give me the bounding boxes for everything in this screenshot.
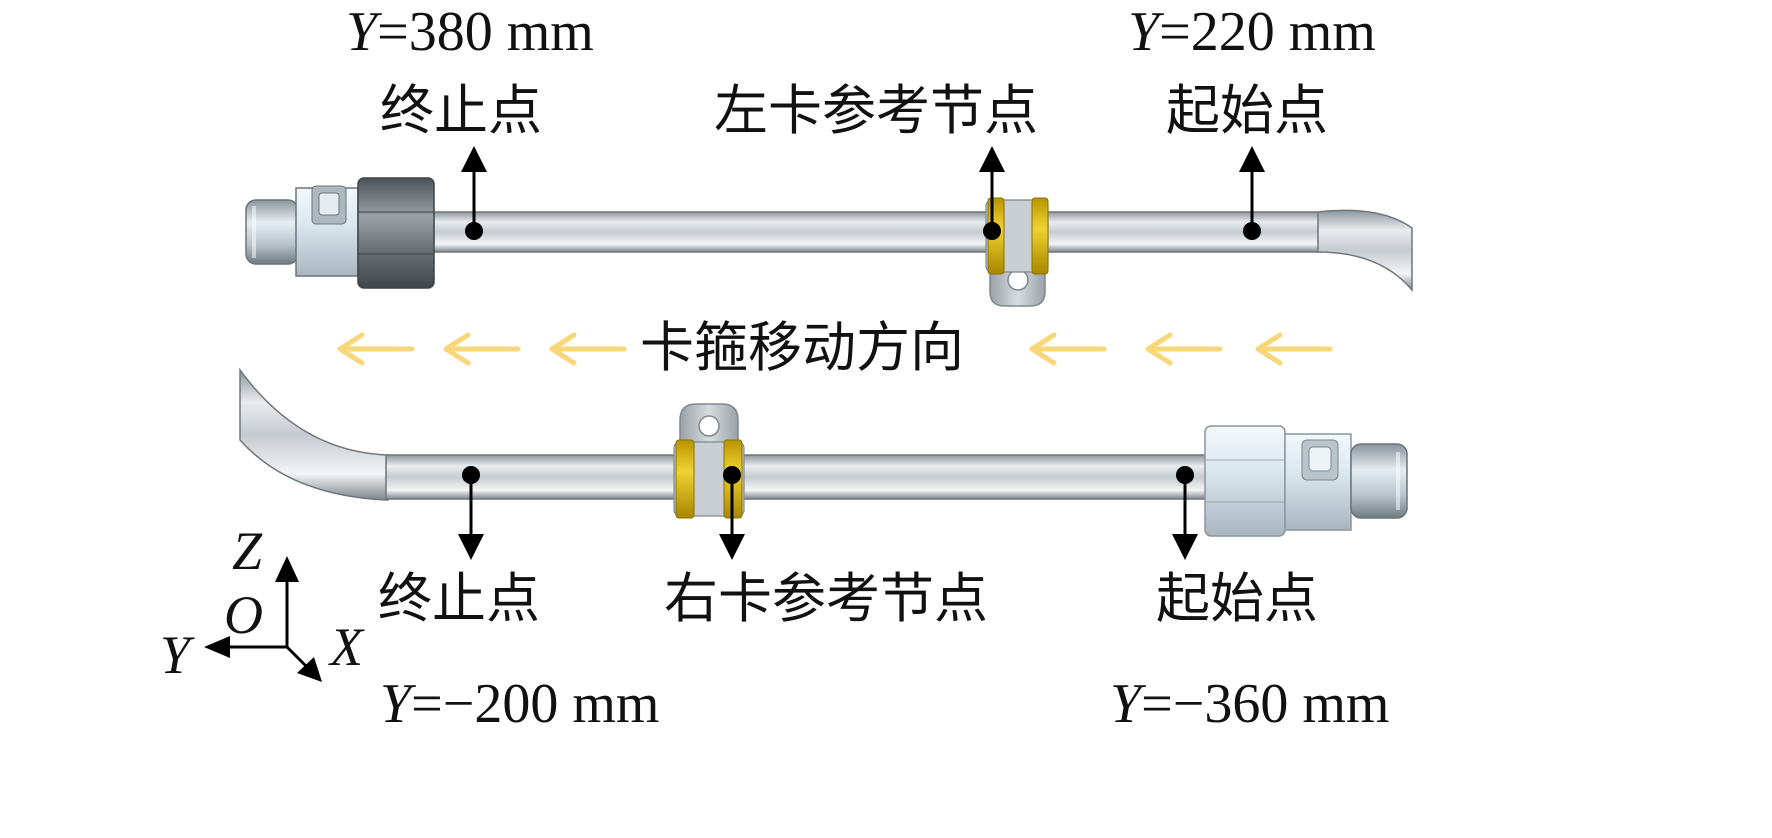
direction-label: 卡箍移动方向 <box>640 316 964 379</box>
bottom-fitting-nut <box>1204 425 1286 537</box>
bottom-end-y-value: Y=−200 mm <box>380 673 660 735</box>
direction-arrow-icon <box>337 332 415 366</box>
bottom-start-label: 起始点 <box>1156 567 1318 630</box>
bottom-clamp-label: 右卡参考节点 <box>664 567 988 630</box>
top-clamp <box>985 197 1049 307</box>
bottom-clamp-marker <box>719 466 745 560</box>
bottom-end-label: 终止点 <box>378 567 540 630</box>
bottom-start-y-value: Y=−360 mm <box>1110 673 1390 735</box>
direction-arrow-icon <box>549 332 627 366</box>
top-pipe <box>429 211 1321 253</box>
top-clamp-band-right <box>1031 197 1049 275</box>
top-fitting-nut <box>357 177 435 289</box>
bottom-clamp-band-left <box>675 439 695 519</box>
top-end-y-value: Y=380 mm <box>346 1 594 63</box>
bottom-clamp <box>673 403 745 519</box>
direction-arrow-icon <box>1255 332 1333 366</box>
top-end-marker <box>461 146 487 240</box>
axis-label-o: O <box>224 585 263 645</box>
axis-label-z: Z <box>232 521 263 581</box>
direction-arrow-icon <box>1145 332 1223 366</box>
direction-arrow-icon <box>443 332 521 366</box>
direction-arrows-right <box>1029 332 1333 366</box>
bottom-pipe <box>385 454 1209 500</box>
top-start-y-value: Y=220 mm <box>1128 1 1376 63</box>
bottom-pipe-assembly <box>239 367 1408 560</box>
top-start-marker <box>1239 146 1265 240</box>
top-pipe-bend <box>1317 209 1413 293</box>
bottom-start-marker <box>1172 466 1198 560</box>
top-clamp-marker <box>979 146 1005 240</box>
top-end-label: 终止点 <box>380 79 542 142</box>
bottom-end-marker <box>458 466 484 560</box>
axis-label-x: X <box>330 617 363 677</box>
direction-arrow-icon <box>1029 332 1107 366</box>
top-start-label: 起始点 <box>1166 79 1328 142</box>
bottom-pipe-bend <box>239 367 389 501</box>
axis-label-y: Y <box>160 625 191 685</box>
top-pipe-assembly <box>245 146 1413 307</box>
x-axis <box>285 645 309 669</box>
top-clamp-label: 左卡参考节点 <box>714 79 1038 142</box>
bottom-fitting-plug <box>1350 443 1408 519</box>
direction-arrows-left <box>337 332 627 366</box>
coordinate-axes <box>204 556 322 682</box>
